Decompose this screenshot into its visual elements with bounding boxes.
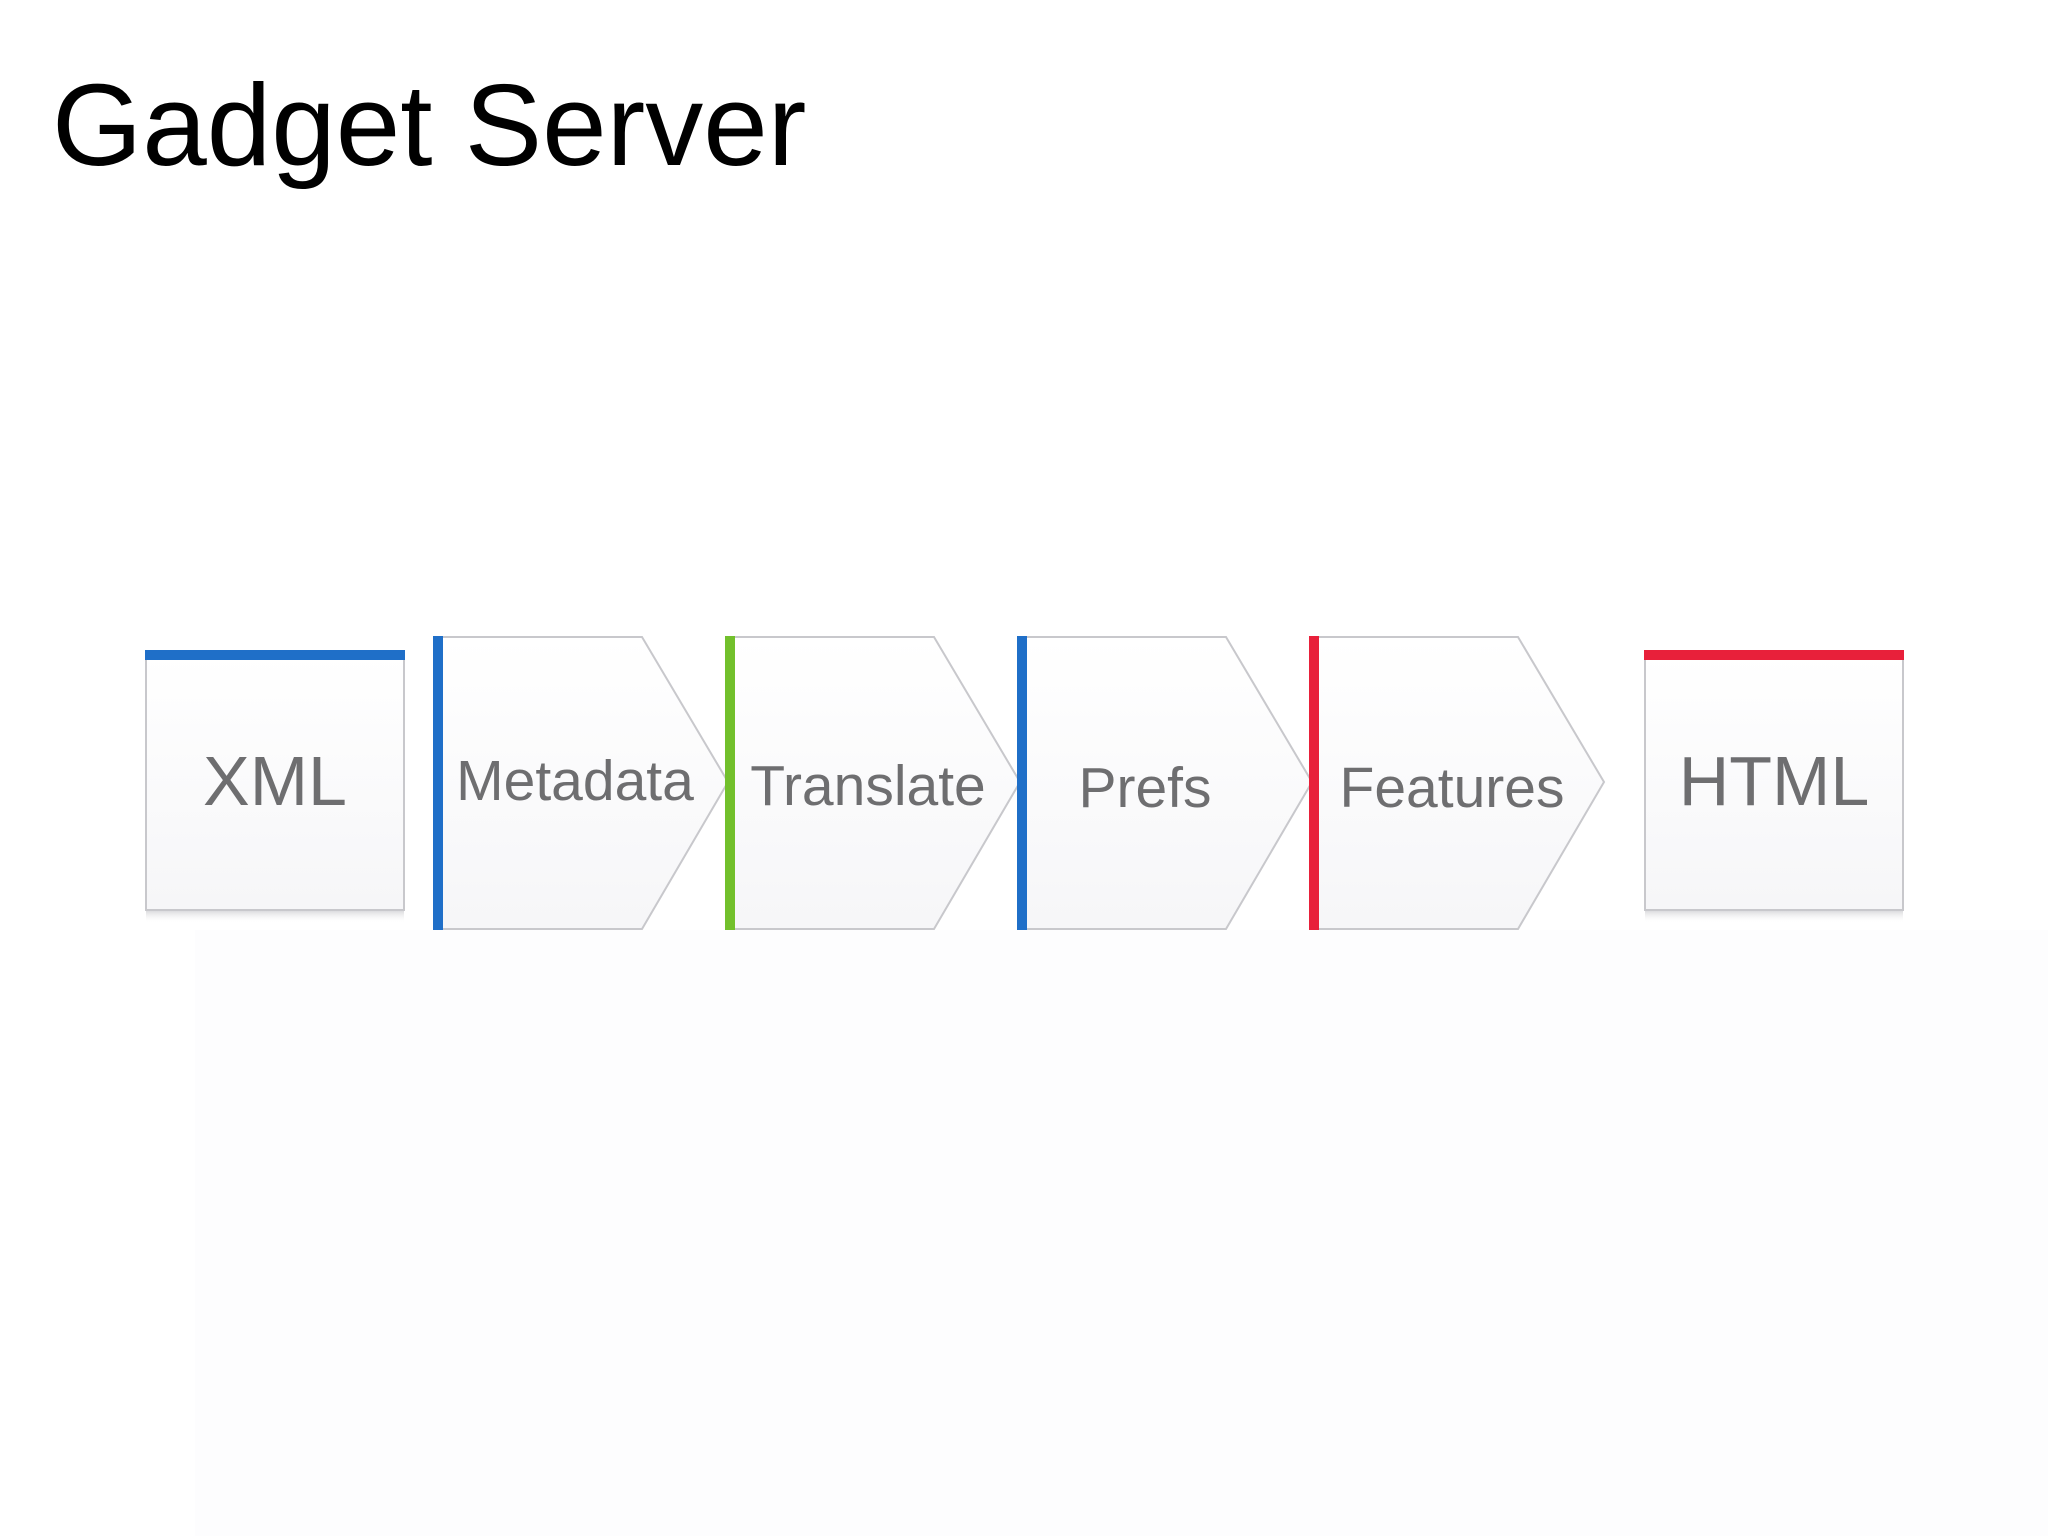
stage-label-prefs: Prefs <box>1078 756 1211 820</box>
input-box-shadow <box>146 909 404 923</box>
input-box-label: XML <box>203 742 347 820</box>
output-box-frame <box>1644 654 1904 911</box>
output-accent-bar <box>1644 650 1904 660</box>
stage-metadata: Metadata <box>433 636 730 930</box>
page-title: Gadget Server <box>52 60 807 190</box>
stage-accent-bar <box>1017 636 1027 930</box>
stage-accent-bar <box>1309 636 1319 930</box>
stage-prefs: Prefs <box>1017 636 1314 930</box>
stage-label-metadata: Metadata <box>456 749 694 813</box>
input-box-frame <box>145 654 405 911</box>
background-panel <box>195 930 2048 1536</box>
output-box-html: HTML <box>1644 650 1904 923</box>
input-box-xml: XML <box>145 650 405 923</box>
stage-features: Features <box>1309 636 1606 930</box>
output-box-label: HTML <box>1679 742 1870 820</box>
stage-translate: Translate <box>725 636 1022 930</box>
stage-accent-bar <box>433 636 443 930</box>
output-box-shadow <box>1645 909 1903 923</box>
stage-accent-bar <box>725 636 735 930</box>
stage-label-features: Features <box>1340 756 1565 820</box>
input-accent-bar <box>145 650 405 660</box>
stage-label-translate: Translate <box>750 754 986 818</box>
